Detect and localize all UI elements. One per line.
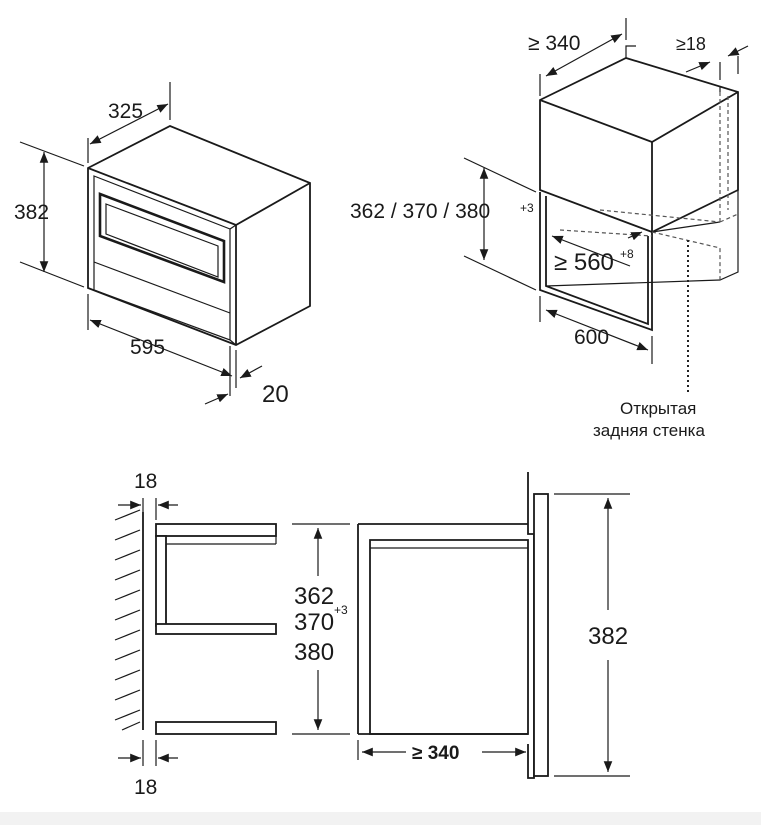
dim-niche-depth: ≥ 340 xyxy=(528,32,580,55)
side-section-drawing: 18 18 362 +3 370 380 xyxy=(114,470,350,799)
dim-side-height-2: 370 xyxy=(294,609,334,636)
side-section-appliance: 382 ≥ 340 xyxy=(357,472,630,779)
dim-microwave-width: 595 xyxy=(130,336,165,359)
dim-side-height-1: 362 xyxy=(294,583,334,610)
dim-side-depth: ≥ 340 xyxy=(412,743,459,764)
dim-niche-side: ≥18 xyxy=(676,34,706,54)
dim-line-595 xyxy=(89,319,233,377)
cabinet-top-panel xyxy=(155,523,277,537)
dim-niche-inner-width-tolerance: +8 xyxy=(620,247,634,261)
niche-hidden-lines xyxy=(559,92,739,280)
dim-line-325 xyxy=(89,103,169,145)
microwave-drawing: 325 382 595 20 xyxy=(14,82,311,408)
rear-wall-note-line2: задняя стенка xyxy=(593,421,705,440)
dim-side-total-height: 382 xyxy=(588,623,628,650)
wall-hatching xyxy=(114,509,141,731)
dim-bottom-gap: 18 xyxy=(134,776,157,799)
microwave-outline xyxy=(87,125,311,346)
dim-line-niche-depth xyxy=(545,33,623,77)
microwave-door-window xyxy=(98,192,226,284)
cabinet-bottom-panel xyxy=(155,721,277,735)
microwave-door-inner xyxy=(105,203,219,278)
microwave-control-strip xyxy=(93,261,231,314)
dim-niche-inner-width: ≥ 560 xyxy=(554,249,614,276)
dim-front-depth: 20 xyxy=(262,381,289,408)
dim-niche-height-tolerance: +3 xyxy=(520,201,534,215)
dim-side-height-3: 380 xyxy=(294,639,334,666)
cabinet-shelf xyxy=(155,623,277,635)
niche-drawing: Открытая задняя стенка ≥ 340 ≥18 362 / 3… xyxy=(350,18,749,440)
dim-top-gap: 18 xyxy=(134,470,157,493)
dim-niche-outer-width: 600 xyxy=(574,326,609,349)
microwave-side-body xyxy=(369,539,529,735)
dim-line-niche-width xyxy=(545,309,649,351)
dim-microwave-depth: 325 xyxy=(108,100,143,123)
niche-upper-cabinet xyxy=(539,57,739,233)
dim-microwave-height: 382 xyxy=(14,201,49,224)
dim-side-height-tolerance: +3 xyxy=(334,603,348,617)
rear-wall-note-line1: Открытая xyxy=(620,399,696,418)
cabinet-back-upper xyxy=(155,535,167,627)
bottom-strip xyxy=(0,812,761,825)
microwave-front-panel xyxy=(533,493,549,777)
dim-niche-height: 362 / 370 / 380 xyxy=(350,200,490,223)
niche-floor xyxy=(545,190,739,287)
